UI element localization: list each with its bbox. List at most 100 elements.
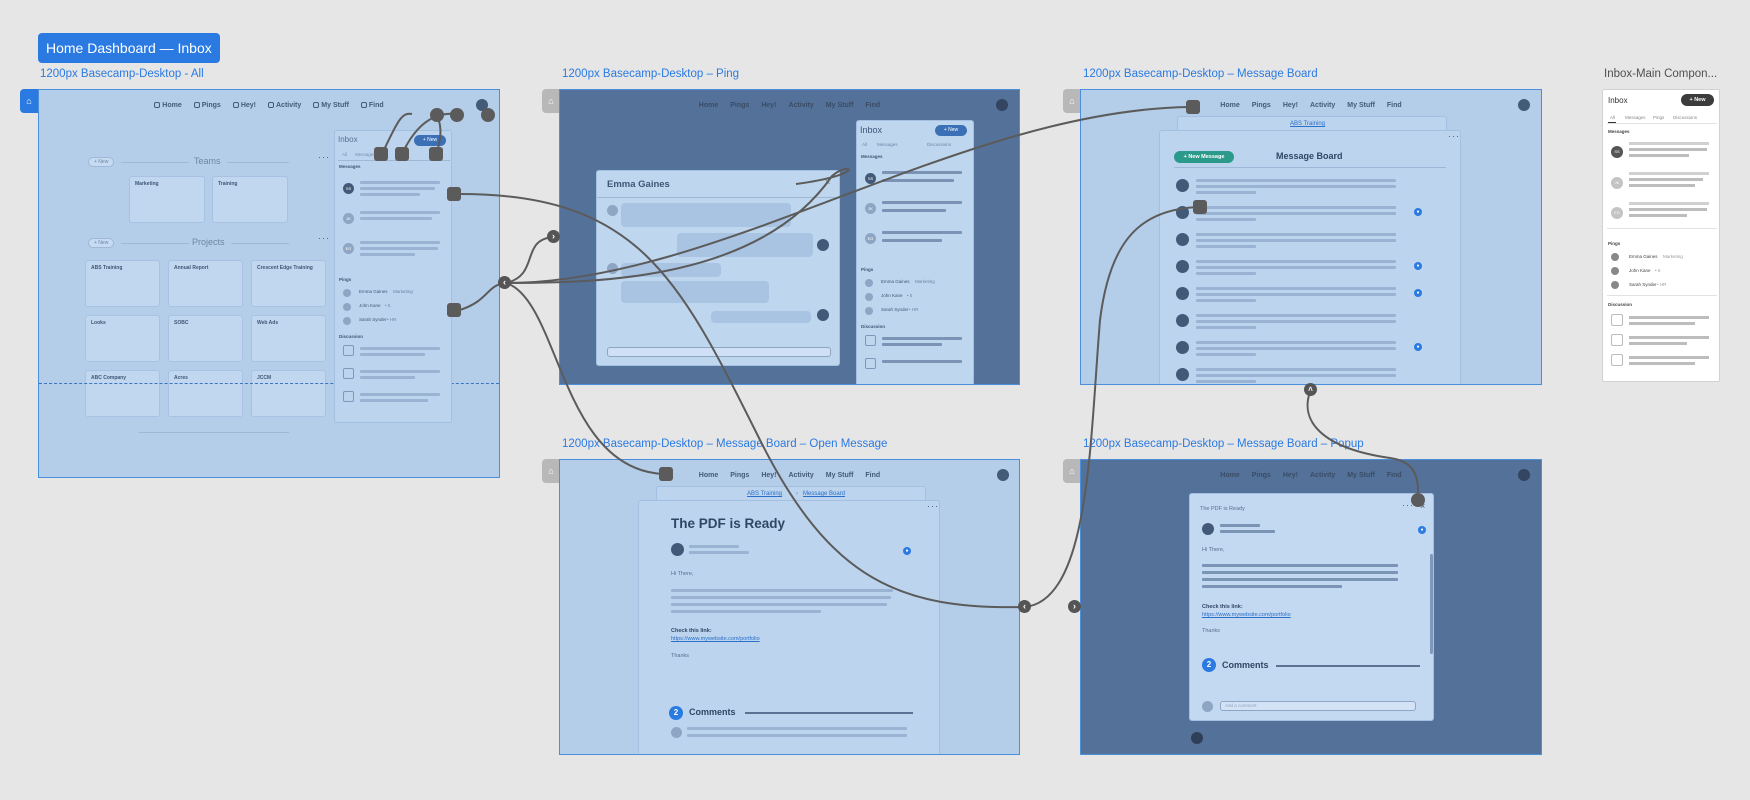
portfolio-link[interactable]: https://www.mywebsite.com/portfolio: [671, 636, 760, 642]
inbox-new-button[interactable]: + New: [935, 125, 967, 136]
message-row[interactable]: [1160, 312, 1462, 336]
project-tile[interactable]: Web Ads: [251, 315, 326, 362]
nav-pings[interactable]: Pings: [193, 102, 221, 109]
ping-name[interactable]: John Kane: [359, 303, 381, 308]
ping-name[interactable]: Sarah Synder: [881, 307, 909, 312]
connector-handle[interactable]: [430, 108, 444, 122]
nav-hey[interactable]: Hey!: [761, 471, 777, 479]
component-tab[interactable]: Pings: [1653, 115, 1665, 120]
connector-handle[interactable]: [429, 147, 443, 161]
message-row[interactable]: [1160, 231, 1462, 255]
forward-arrow-icon[interactable]: ›: [547, 230, 560, 243]
scrollbar[interactable]: [1430, 554, 1433, 654]
boost-badge[interactable]: ●: [903, 547, 911, 555]
inbox-tab[interactable]: All: [342, 152, 348, 157]
forward-arrow-icon[interactable]: ›: [1068, 600, 1081, 613]
project-tile[interactable]: Crescent Edge Training: [251, 260, 326, 307]
team-tile[interactable]: Marketing: [129, 176, 205, 223]
nav-activity[interactable]: Activity: [268, 102, 301, 109]
breadcrumb-project-link[interactable]: ABS Training: [1290, 121, 1326, 127]
user-avatar[interactable]: [996, 99, 1008, 111]
nav-hey[interactable]: Hey!: [761, 101, 777, 109]
message-row[interactable]: [1160, 177, 1462, 201]
frame-ping[interactable]: Home Pings Hey! Activity My Stuff Find E…: [559, 89, 1020, 385]
connector-handle[interactable]: [395, 147, 409, 161]
teams-menu-icon[interactable]: ···: [318, 152, 330, 162]
home-tab-ping[interactable]: ⌂: [542, 89, 560, 113]
board-menu-icon[interactable]: ···: [1448, 131, 1460, 141]
component-tab[interactable]: Discussions: [1673, 115, 1698, 120]
nav-find[interactable]: Find: [360, 102, 384, 109]
project-tile[interactable]: ABS Training: [85, 260, 160, 307]
connector-handle[interactable]: [481, 108, 495, 122]
nav-hey[interactable]: Hey!: [1282, 471, 1298, 479]
home-tab-popup[interactable]: ⌂: [1063, 459, 1081, 483]
nav-find[interactable]: Find: [865, 471, 881, 479]
inbox-component[interactable]: Inbox + New All Messages Pings Discussio…: [1602, 89, 1720, 382]
connector-handle[interactable]: [447, 303, 461, 317]
connector-handle[interactable]: [1186, 100, 1200, 114]
nav-home[interactable]: Home: [154, 102, 182, 109]
connector-handle[interactable]: [447, 187, 461, 201]
nav-mystuff[interactable]: My Stuff: [825, 471, 854, 479]
project-tile[interactable]: JCCM: [251, 370, 326, 417]
nav-pings[interactable]: Pings: [730, 101, 750, 109]
home-tab-board[interactable]: ⌂: [1063, 89, 1081, 113]
popup-menu-icon[interactable]: ···: [1402, 500, 1414, 510]
nav-mystuff[interactable]: My Stuff: [1347, 471, 1375, 479]
frame-all[interactable]: Home Pings Hey! Activity My Stuff Find +…: [38, 89, 500, 478]
project-tile[interactable]: Looks: [85, 315, 160, 362]
ping-name[interactable]: Emma Gaines: [1629, 254, 1658, 259]
connector-handle[interactable]: [1193, 200, 1207, 214]
nav-home[interactable]: Home: [698, 471, 719, 479]
projects-menu-icon[interactable]: ···: [318, 233, 330, 243]
nav-activity[interactable]: Activity: [1310, 471, 1336, 479]
ping-name[interactable]: Sarah Synder: [359, 317, 387, 322]
inbox-tab[interactable]: Messages: [355, 152, 376, 157]
nav-hey[interactable]: Hey!: [1282, 101, 1298, 109]
component-tab[interactable]: All: [1610, 115, 1616, 120]
boost-badge[interactable]: ●: [1418, 526, 1426, 534]
comment-input[interactable]: Add a comment: [1220, 701, 1416, 711]
portfolio-link[interactable]: https://www.mywebsite.com/portfolio: [1202, 612, 1291, 618]
project-tile[interactable]: Acres: [168, 370, 243, 417]
breadcrumb-project-link[interactable]: ABS Training: [747, 491, 783, 497]
project-tile[interactable]: SOBC: [168, 315, 243, 362]
chevron-up-icon[interactable]: ˄: [1304, 383, 1317, 396]
inbox-tab[interactable]: Messages: [877, 142, 898, 147]
connector-handle[interactable]: [450, 108, 464, 122]
nav-activity[interactable]: Activity: [788, 471, 814, 479]
message-row[interactable]: [1160, 366, 1462, 384]
nav-mystuff[interactable]: My Stuff: [825, 101, 854, 109]
nav-hey[interactable]: Hey!: [232, 102, 256, 109]
nav-home[interactable]: Home: [1220, 471, 1240, 479]
nav-pings[interactable]: Pings: [1251, 101, 1271, 109]
home-tab-open[interactable]: ⌂: [542, 459, 560, 483]
connector-handle[interactable]: [659, 467, 673, 481]
nav-activity[interactable]: Activity: [1310, 101, 1336, 109]
component-tab[interactable]: Messages: [1625, 115, 1646, 120]
message-menu-icon[interactable]: ···: [927, 501, 939, 511]
nav-home[interactable]: Home: [698, 101, 719, 109]
home-tab-all[interactable]: ⌂: [20, 89, 38, 113]
frame-popup[interactable]: Home Pings Hey! Activity My Stuff Find T…: [1080, 459, 1542, 755]
project-tile[interactable]: ABC Company: [85, 370, 160, 417]
projects-new-button[interactable]: + New: [88, 238, 115, 248]
team-tile[interactable]: Training: [212, 176, 288, 223]
ping-name[interactable]: Emma Gaines: [881, 279, 910, 284]
ping-name[interactable]: Sarah Synder: [1629, 282, 1657, 287]
new-message-button[interactable]: + New Message: [1174, 151, 1234, 163]
ping-message-input[interactable]: [607, 347, 831, 357]
nav-pings[interactable]: Pings: [730, 471, 750, 479]
connector-handle[interactable]: [1411, 493, 1425, 507]
nav-find[interactable]: Find: [865, 101, 881, 109]
nav-mystuff[interactable]: My Stuff: [1347, 101, 1375, 109]
project-tile[interactable]: Annual Report: [168, 260, 243, 307]
user-avatar[interactable]: [997, 469, 1009, 481]
ping-name[interactable]: Emma Gaines: [359, 289, 388, 294]
nav-find[interactable]: Find: [1386, 471, 1402, 479]
inbox-new-button[interactable]: + New: [414, 135, 446, 146]
message-row[interactable]: ●: [1160, 285, 1462, 309]
nav-find[interactable]: Find: [1386, 101, 1402, 109]
message-row[interactable]: ●: [1160, 258, 1462, 282]
